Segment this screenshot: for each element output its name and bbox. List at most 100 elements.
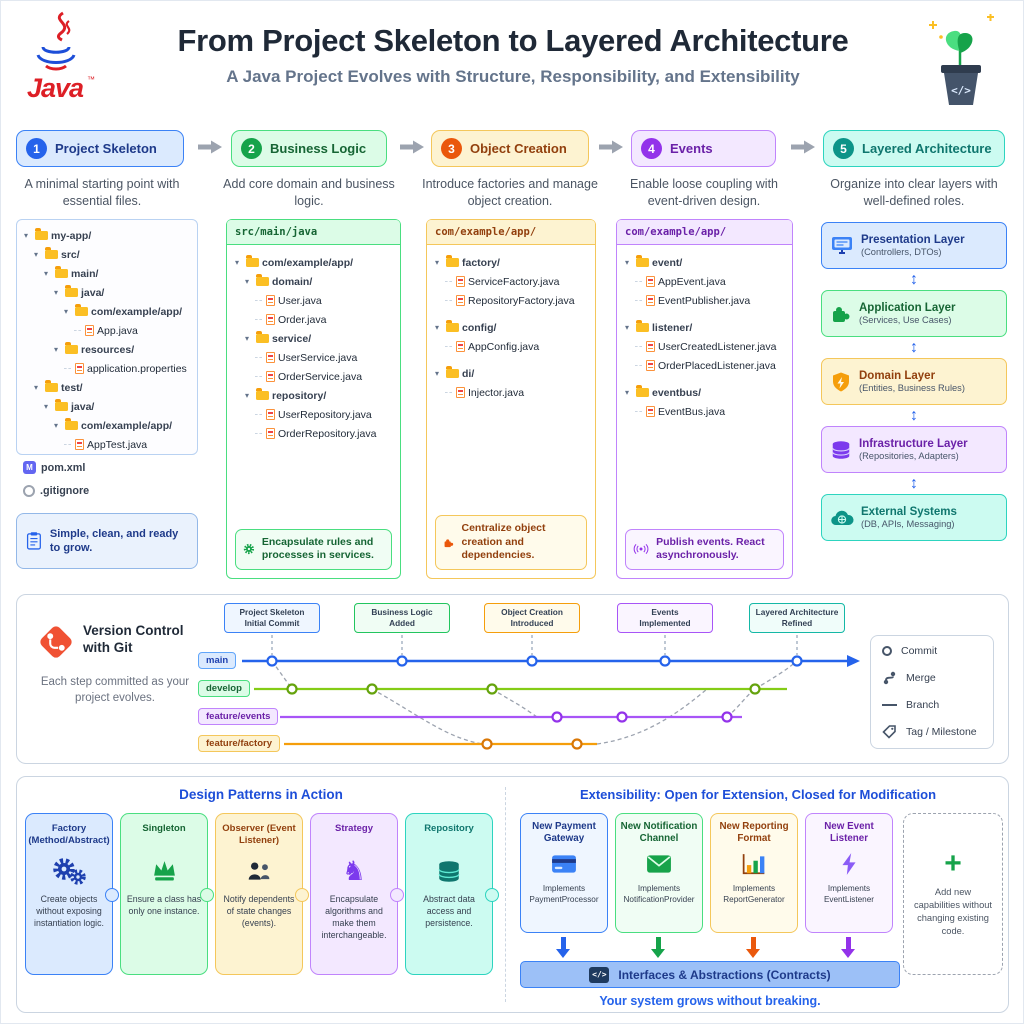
maven-icon xyxy=(23,461,36,474)
tree-label: resources/ xyxy=(81,343,135,356)
folder-icon xyxy=(636,255,649,267)
tree-label: App.java xyxy=(97,324,138,337)
git-icon xyxy=(40,626,72,658)
arrow-right-icon xyxy=(198,140,222,154)
layer-title: Infrastructure Layer xyxy=(859,437,968,450)
credit-card-icon xyxy=(552,855,576,873)
layer-subtitle: (Services, Use Cases) xyxy=(859,315,952,326)
layer-subtitle: (Entities, Business Rules) xyxy=(859,383,965,394)
chevron-down-icon xyxy=(34,384,42,392)
step-title: Project Skeleton xyxy=(55,141,157,156)
branch-icon xyxy=(882,704,897,706)
commit-icon xyxy=(882,646,892,656)
extensibility-footer: Your system grows without breaking. xyxy=(599,994,821,1008)
tree-label: java/ xyxy=(71,400,95,413)
chevron-down-icon xyxy=(54,346,62,354)
tree-label: User.java xyxy=(278,294,322,307)
pattern-card-observer: Observer (Event Listener) Notify depende… xyxy=(215,813,309,975)
tree-row: eventbus/ xyxy=(623,383,786,402)
java-file-icon xyxy=(266,409,275,420)
java-file-icon xyxy=(646,341,655,352)
object-creation-panel: com/example/app/ factory/ ServiceFactory… xyxy=(426,219,596,579)
chevron-down-icon xyxy=(245,392,253,400)
tree-row: my-app/ xyxy=(22,226,192,245)
merge-icon xyxy=(883,671,896,685)
tree-label: repository/ xyxy=(272,389,327,402)
tree-row: OrderRepository.java xyxy=(233,424,394,443)
gitignore-icon xyxy=(23,485,35,497)
tree-row: com/example/app/ xyxy=(22,416,192,435)
tree-label: EventPublisher.java xyxy=(658,294,751,307)
gears-icon xyxy=(53,858,86,885)
folder-icon xyxy=(65,342,78,354)
events-panel: com/example/app/ event/ AppEvent.java Ev… xyxy=(616,219,793,579)
step-description: Add core domain and business logic. xyxy=(223,177,395,208)
step-pill: 2 Business Logic xyxy=(231,130,387,167)
tree-label: AppTest.java xyxy=(87,438,148,451)
tree-row: EventPublisher.java xyxy=(623,291,786,310)
java-file-icon xyxy=(646,360,655,371)
tree-label: UserCreatedListener.java xyxy=(658,340,777,353)
pattern-title: Factory (Method/Abstract) xyxy=(28,823,110,846)
tree-label: UserService.java xyxy=(278,351,358,364)
tree-row: OrderService.java xyxy=(233,367,394,386)
tree-row: listener/ xyxy=(623,318,786,337)
java-file-icon xyxy=(266,314,275,325)
plus-icon xyxy=(944,850,962,878)
up-down-arrow-icon xyxy=(821,473,1007,494)
tree-label: RepositoryFactory.java xyxy=(468,294,575,307)
tree-label: factory/ xyxy=(462,256,500,269)
java-file-icon xyxy=(266,352,275,363)
tree-row: Order.java xyxy=(233,310,394,329)
git-section: Version Control with Git Each step commi… xyxy=(16,594,1009,764)
pattern-card-repository: Repository Abstract data access and pers… xyxy=(405,813,499,975)
folder-icon xyxy=(35,228,48,240)
path-header: src/main/java xyxy=(227,220,400,245)
folder-icon xyxy=(256,331,269,343)
pattern-title: Observer (Event Listener) xyxy=(222,823,296,846)
envelope-icon xyxy=(647,855,671,873)
layer-subtitle: (Controllers, DTOs) xyxy=(861,247,942,258)
java-trademark: ™ xyxy=(87,75,95,84)
folder-icon xyxy=(636,385,649,397)
pattern-description: Create objects without exposing instanti… xyxy=(34,894,104,928)
tree-label: test/ xyxy=(61,381,83,394)
section-divider xyxy=(505,787,506,1002)
java-file-icon xyxy=(266,428,275,439)
java-file-icon xyxy=(456,295,465,306)
tree-label: domain/ xyxy=(272,275,313,288)
arrow-right-icon xyxy=(400,140,424,154)
chevron-down-icon xyxy=(235,259,243,267)
layer-application: Application Layer (Services, Use Cases) xyxy=(821,290,1007,337)
tree-label: my-app/ xyxy=(51,229,92,242)
layer-title: External Systems xyxy=(861,505,957,518)
tree-row: java/ xyxy=(22,283,192,302)
layer-title: Presentation Layer xyxy=(861,233,965,246)
chevron-down-icon xyxy=(54,289,62,297)
git-legend: Commit Merge Branch Tag / Milestone xyxy=(870,635,994,749)
folder-icon xyxy=(65,285,78,297)
tree-row: main/ xyxy=(22,264,192,283)
step-number-badge: 2 xyxy=(241,138,262,159)
up-down-arrow-icon xyxy=(821,337,1007,358)
tree-row: AppEvent.java xyxy=(623,272,786,291)
folder-icon xyxy=(256,388,269,400)
java-file-icon xyxy=(75,363,84,374)
pattern-title: Repository xyxy=(424,823,474,834)
tag-icon xyxy=(882,725,896,739)
svg-text:</>: </> xyxy=(951,84,971,97)
java-file-icon xyxy=(456,387,465,398)
step-description: Introduce factories and manage object cr… xyxy=(422,177,598,208)
tree-row: EventBus.java xyxy=(623,402,786,421)
tree-row: domain/ xyxy=(233,272,394,291)
arrow-right-icon xyxy=(599,140,623,154)
java-file-icon xyxy=(646,276,655,287)
tree-label: EventBus.java xyxy=(658,405,726,418)
pom-label: pom.xml xyxy=(41,461,86,474)
step-number-badge: 3 xyxy=(441,138,462,159)
chevron-down-icon xyxy=(435,370,443,378)
broadcast-icon xyxy=(633,544,649,555)
folder-icon xyxy=(75,304,88,316)
pom-file-row: pom.xml xyxy=(23,461,85,474)
tree-label: OrderPlacedListener.java xyxy=(658,359,776,372)
